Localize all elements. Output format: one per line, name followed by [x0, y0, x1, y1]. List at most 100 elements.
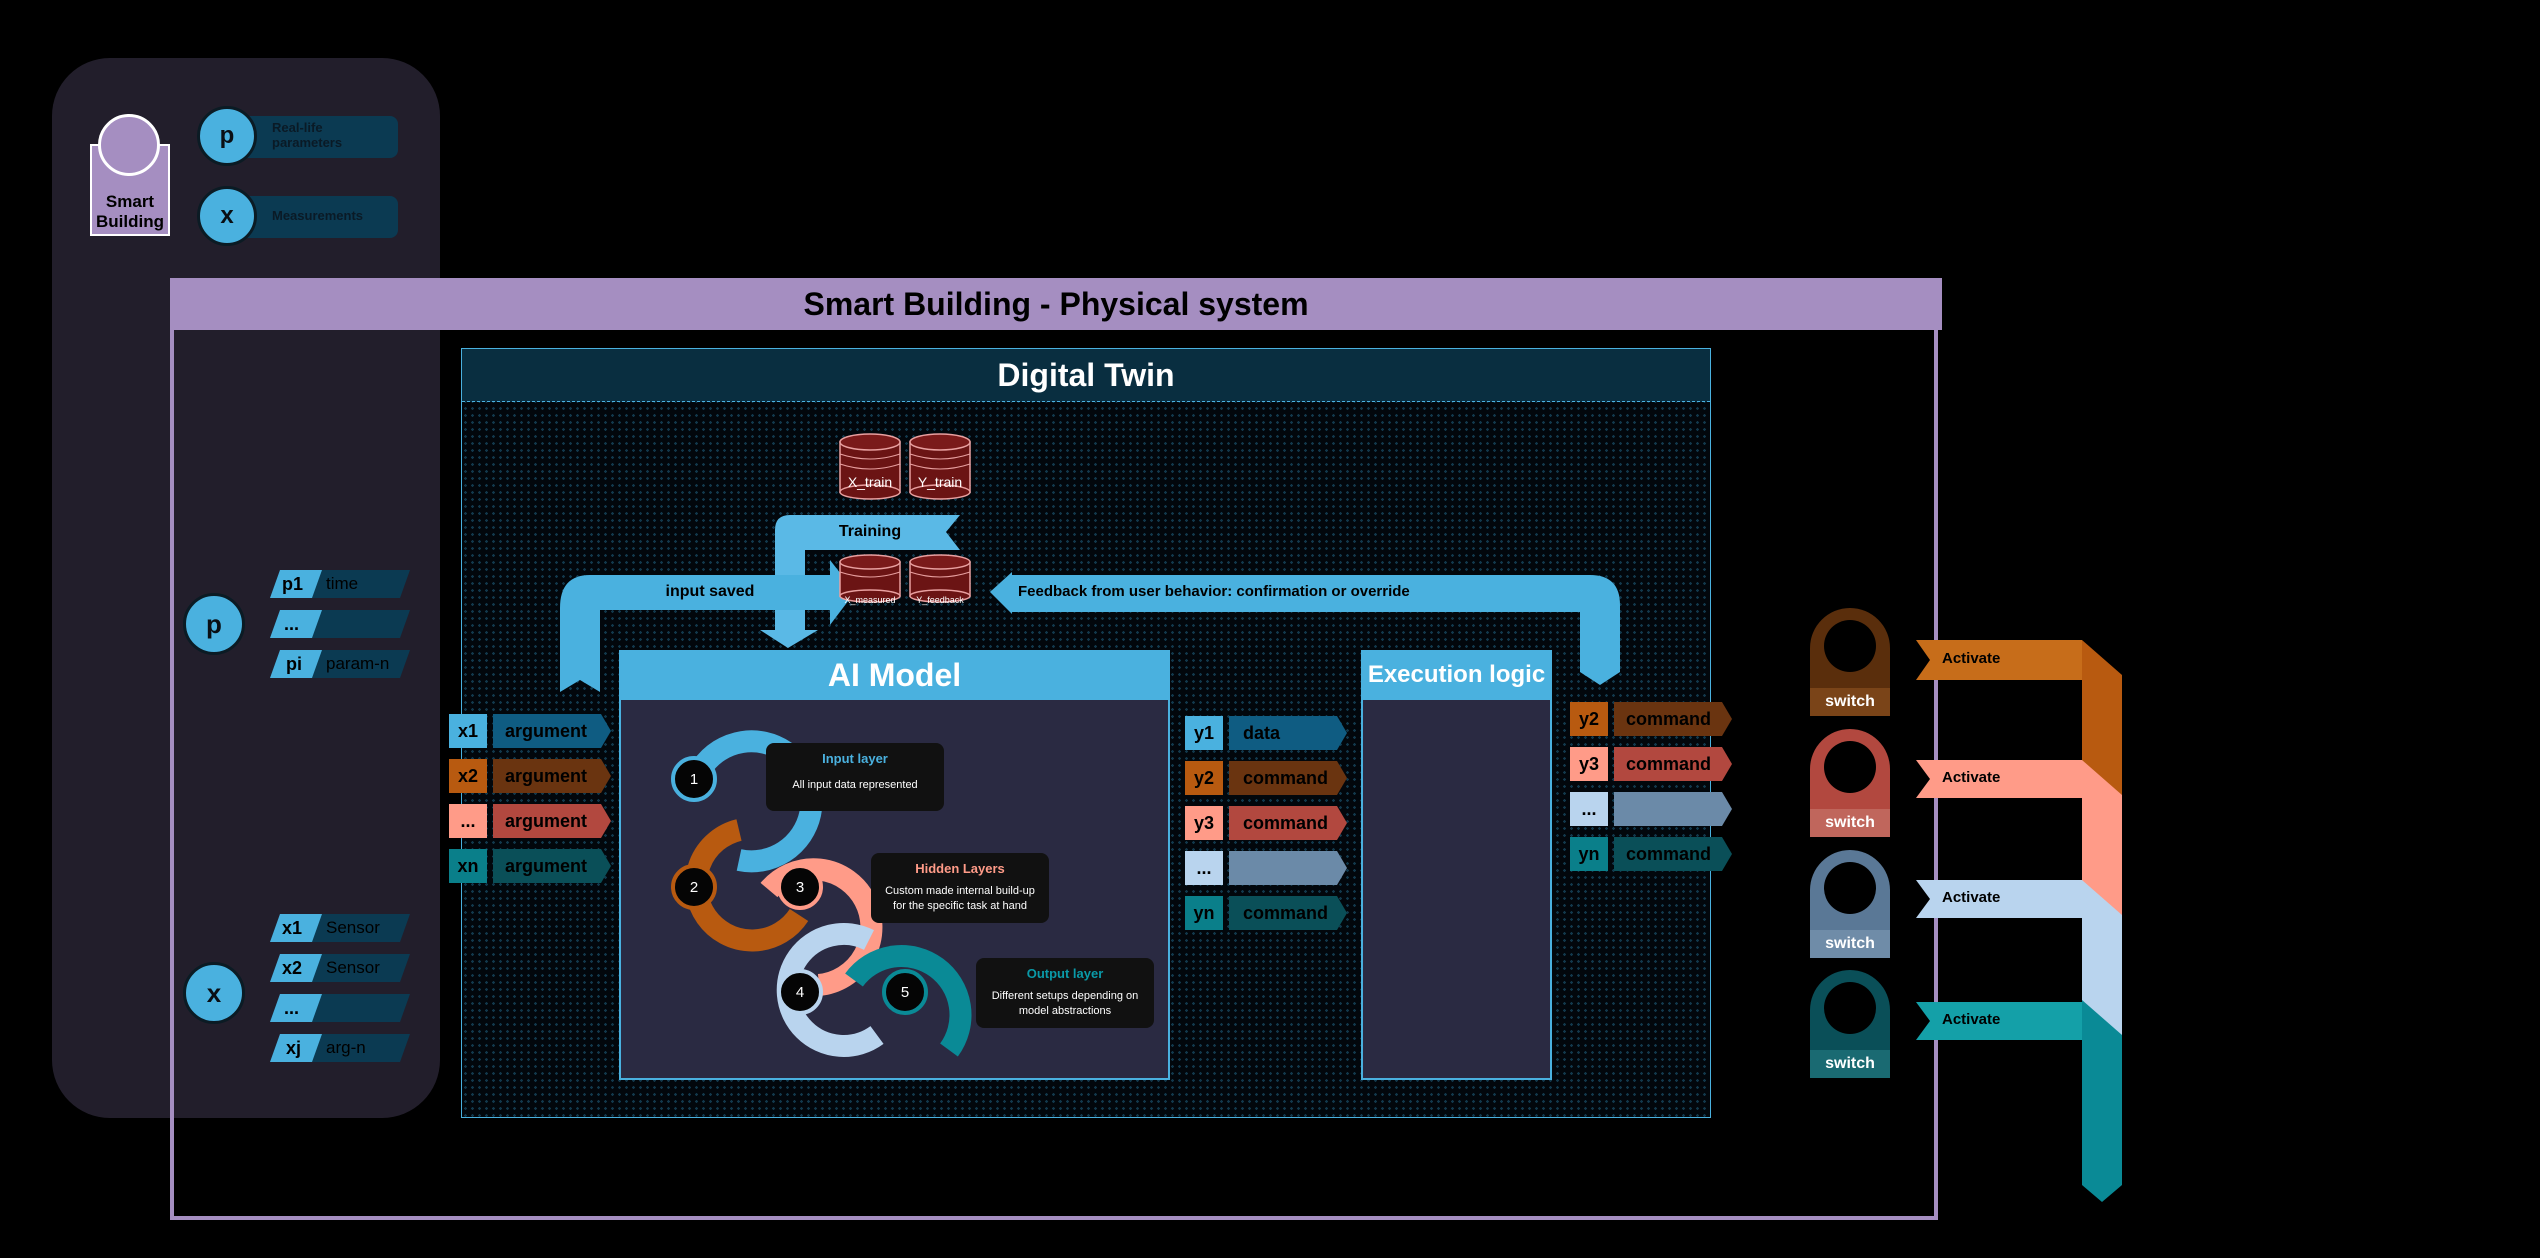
input-layer-desc: All input data represented [792, 779, 918, 791]
feedback-arrow [990, 572, 1620, 685]
switch-4-hole [1824, 982, 1876, 1034]
activate-arrow-2 [1916, 760, 2082, 798]
hidden-layers-title: Hidden Layers [915, 861, 1005, 876]
p-group-list: p1 time ... pi param-n [270, 570, 410, 680]
switch-3-label: switch [1810, 930, 1890, 958]
p-item-3-id: pi [286, 654, 302, 674]
legend-x-bar [236, 196, 398, 238]
switch-2-hole [1824, 741, 1876, 793]
arc-5 [845, 945, 972, 1057]
ribbon-salmon [2082, 760, 2122, 920]
input-2-arrow [493, 759, 611, 793]
node-3: 3 [777, 864, 823, 910]
ribbon-teal [2082, 1000, 2122, 1202]
exec-output-4-arrow [1614, 837, 1732, 871]
activate-arrow-3 [1916, 880, 2082, 918]
x-item-4-shape [270, 1034, 410, 1062]
input-4-label: argument [505, 856, 588, 876]
y-train-label: Y_train [917, 474, 963, 490]
ribbon-pale [2082, 880, 2122, 1040]
x-group-list: x1 Sensor x2 Sensor ... xj arg-n [270, 914, 410, 1064]
x-train-label: X_train [847, 474, 893, 490]
output-list: y1 data y2 command y3 command ... yn com… [1185, 716, 1347, 942]
output-3-id: y3 [1185, 806, 1223, 840]
switch-4[interactable]: switch [1810, 970, 1890, 1078]
input-saved-label: input saved [665, 583, 755, 600]
output-1-label: data [1243, 723, 1281, 743]
output-5-arrow [1229, 896, 1347, 930]
node-4: 4 [777, 969, 823, 1015]
switch-4-label: switch [1810, 1050, 1890, 1078]
exec-output-4-id: yn [1570, 837, 1608, 871]
exec-output-2-id: y3 [1570, 747, 1608, 781]
training-label: Training [838, 523, 902, 540]
activate-label-2: Activate [1942, 769, 2001, 786]
activate-arrow-1 [1916, 640, 2082, 680]
legend-x-text: Measurements [272, 208, 364, 223]
output-2-label: command [1243, 768, 1329, 788]
switch-1-label: switch [1810, 688, 1890, 716]
switch-3[interactable]: switch [1810, 850, 1890, 958]
training-arrow-shape [760, 515, 960, 648]
activate-label-3: Activate [1942, 889, 2001, 906]
x-item-1-shape [270, 914, 410, 942]
x-item-1-id: x1 [282, 918, 303, 938]
x-item-3-shape [270, 994, 410, 1022]
legend-p-bar [236, 116, 398, 158]
exec-output-4-label: command [1626, 844, 1712, 864]
activate-label-4: Activate [1942, 1011, 2001, 1028]
p-item-3-shape [270, 650, 410, 678]
p-item-2-id: ... [284, 614, 300, 634]
p-group-bubble: p [183, 593, 245, 655]
input-list: x1 argument x2 argument ... argument xn … [449, 714, 611, 890]
x-item-2-shape [270, 954, 410, 982]
x-measured-label: X_measured [844, 595, 896, 605]
output-4-arrow [1229, 851, 1347, 885]
node-1: 1 [671, 756, 717, 802]
database-group [839, 433, 971, 603]
p-item-1-label: time [326, 574, 359, 593]
hidden-layers-desc: Custom made internal build-up for the sp… [885, 885, 1035, 912]
p-item-1-id: p1 [282, 574, 304, 594]
output-2-arrow [1229, 761, 1347, 795]
input-1-id: x1 [449, 714, 487, 748]
input-2-id: x2 [449, 759, 487, 793]
output-4-id: ... [1185, 851, 1223, 885]
exec-output-2-label: command [1626, 754, 1712, 774]
x-item-4-label: arg-n [326, 1038, 366, 1057]
input-3-arrow [493, 804, 611, 838]
execution-logic-title: Execution logic [1361, 650, 1552, 700]
output-layer-title: Output layer [1026, 966, 1104, 981]
physical-system-title: Smart Building - Physical system [170, 278, 1942, 330]
p-item-1-shape [270, 570, 410, 598]
output-5-id: yn [1185, 896, 1223, 930]
p-item-2-shape [270, 610, 410, 638]
exec-output-2-arrow [1614, 747, 1732, 781]
x-train-db-icon [839, 433, 901, 500]
hidden-layers-card: Hidden Layers Custom made internal build… [871, 853, 1049, 923]
input-saved-arrow [560, 560, 855, 692]
input-3-label: argument [505, 811, 588, 831]
exec-output-1-label: command [1626, 709, 1712, 729]
x-item-3-id: ... [284, 998, 300, 1018]
input-3-id: ... [449, 804, 487, 838]
y-feedback-db-icon [909, 554, 971, 603]
legend-building-dome [98, 114, 160, 176]
node-5: 5 [882, 969, 928, 1015]
output-5-label: command [1243, 903, 1329, 923]
digital-twin-title: Digital Twin [462, 349, 1710, 402]
exec-output-1-id: y2 [1570, 702, 1608, 736]
x-item-4-id: xj [286, 1038, 302, 1058]
y-feedback-label: Y_feedback [916, 595, 964, 605]
legend-x-bubble: x [197, 186, 257, 246]
input-2-label: argument [505, 766, 588, 786]
x-group-bubble: x [183, 962, 245, 1024]
output-1-arrow [1229, 716, 1347, 750]
exec-output-list: y2 command y3 command ... yn command [1570, 702, 1732, 882]
arc-2 [685, 819, 809, 952]
switch-1[interactable]: switch [1810, 608, 1890, 716]
ribbon-orange [2082, 640, 2122, 800]
switch-2[interactable]: switch [1810, 729, 1890, 837]
